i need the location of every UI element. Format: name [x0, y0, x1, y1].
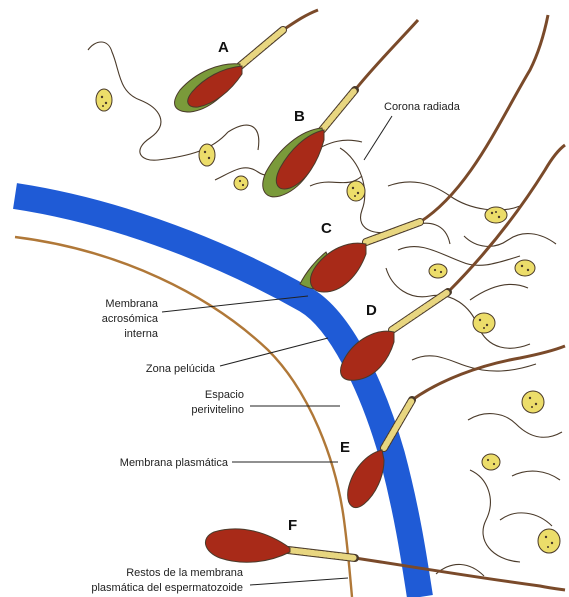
label-membrana-line2: acrosómica — [102, 313, 159, 325]
stage-letter-d: D — [366, 302, 377, 319]
label-membrana-line1: Membrana — [105, 298, 158, 310]
label-membrana-plasmatica: Membrana plasmática — [120, 457, 229, 469]
head-f — [205, 529, 290, 562]
stage-letter-a: A — [218, 39, 229, 56]
label-restos-line2: plasmática del espermatozoide — [91, 582, 243, 594]
sperm-b — [263, 90, 355, 197]
label-membrana-line3: interna — [124, 328, 159, 340]
label-restos-line1: Restos de la membrana — [126, 567, 244, 579]
stage-letter-e: E — [340, 439, 350, 456]
stage-letter-b: B — [294, 108, 305, 125]
sperm-c — [300, 222, 420, 292]
sperm-d — [341, 292, 448, 380]
sperm-f — [205, 529, 355, 562]
label-espacio-line2: perivitelino — [191, 404, 244, 416]
label-corona-radiada: Corona radiada — [384, 101, 461, 113]
label-zona-pelucida: Zona pelúcida — [146, 363, 216, 375]
stage-letter-c: C — [321, 220, 332, 237]
label-espacio-line1: Espacio — [205, 389, 244, 401]
stage-letter-f: F — [288, 517, 297, 534]
head-e — [348, 450, 384, 508]
head-c — [310, 243, 366, 292]
